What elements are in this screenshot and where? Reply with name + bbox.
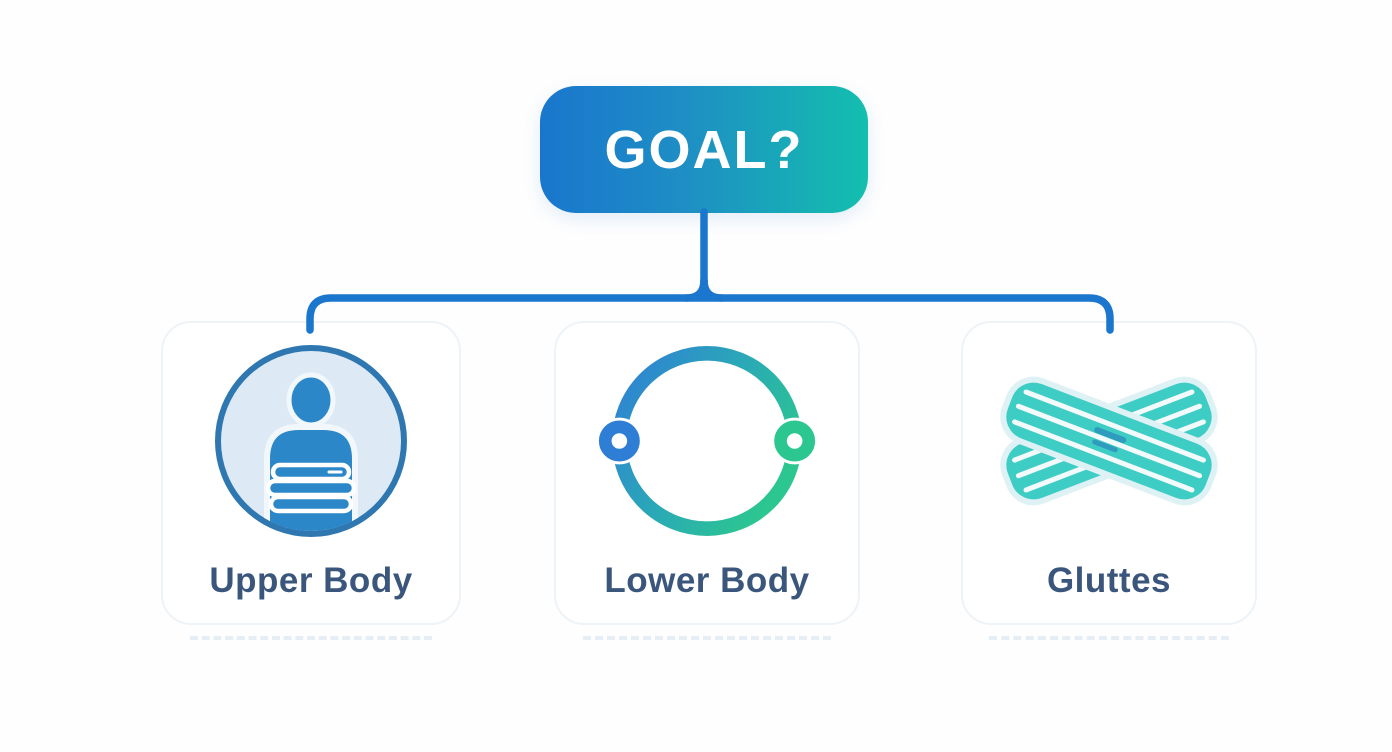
upper-body-figure-icon xyxy=(215,345,407,537)
branch-card-lower-body[interactable]: Lower Body xyxy=(554,321,860,640)
goal-node: GOAL? xyxy=(540,86,868,213)
goal-node-label: GOAL? xyxy=(604,119,804,180)
crossed-ribbon-icon xyxy=(1000,376,1218,506)
glutes-icon-wrap xyxy=(963,323,1255,559)
lower-body-icon-wrap xyxy=(556,323,858,559)
lower-body-ring-icon xyxy=(595,346,819,536)
branch-card-upper-body[interactable]: Upper Body xyxy=(161,321,461,640)
upper-body-icon-wrap xyxy=(163,323,459,559)
branch-label-glutes: Gluttes xyxy=(1046,561,1172,600)
branch-label-lower-body: Lower Body xyxy=(604,561,810,600)
branch-label-upper-body: Upper Body xyxy=(209,561,413,600)
branch-card-glutes[interactable]: Gluttes xyxy=(961,321,1257,640)
